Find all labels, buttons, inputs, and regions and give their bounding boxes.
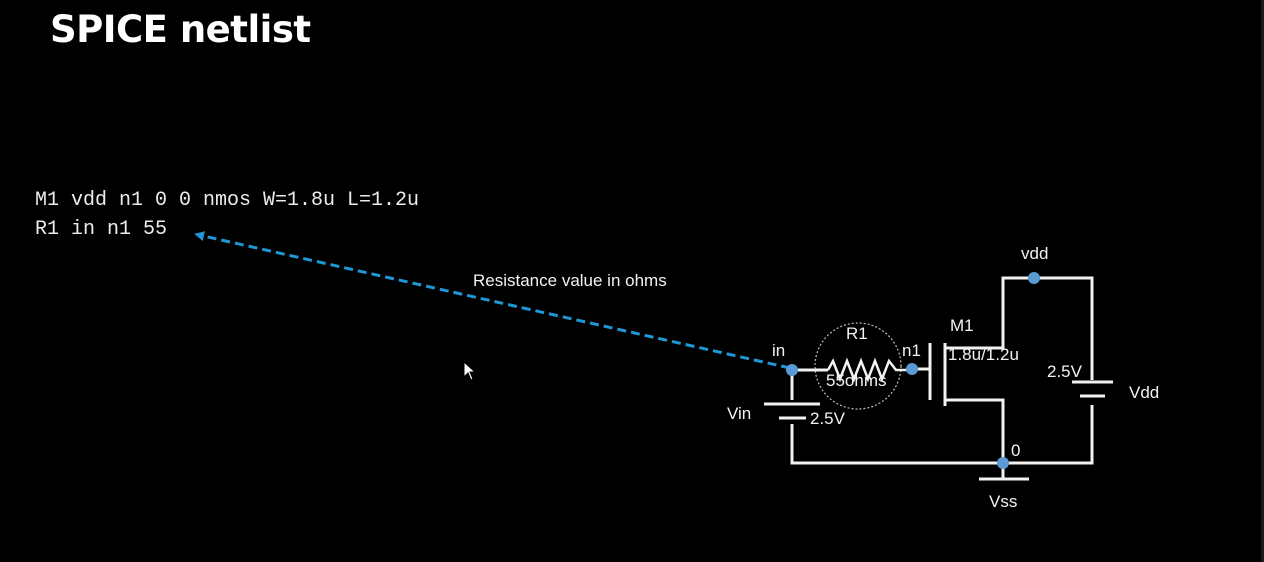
annotation-arrow — [194, 231, 791, 370]
annotation-label: Resistance value in ohms — [473, 271, 667, 290]
vin-source-symbol — [764, 402, 820, 420]
right-edge-bar — [1261, 0, 1264, 562]
node-dot-gnd — [997, 457, 1009, 469]
node-label-gnd: 0 — [1011, 441, 1020, 460]
vin-name-label: Vin — [727, 404, 751, 423]
transistor-name-label: M1 — [950, 316, 974, 335]
vss-name-label: Vss — [989, 492, 1017, 511]
resistor-value-label: 55ohms — [826, 371, 886, 390]
resistor-highlight-circle — [814, 322, 902, 410]
netlist-line-m1: M1 vdd n1 0 0 nmos W=1.8u L=1.2u — [35, 189, 420, 212]
vin-voltage-label: 2.5V — [810, 409, 846, 428]
transistor-size-label: 1.8u/1.2u — [948, 345, 1019, 364]
node-dot-n1 — [906, 363, 918, 375]
node-dot-in — [786, 364, 798, 376]
resistor-name-label: R1 — [846, 324, 868, 343]
netlist-code: M1 vdd n1 0 0 nmos W=1.8u L=1.2u R1 in n1… — [35, 186, 419, 244]
node-label-n1: n1 — [902, 341, 921, 360]
vdd-source-symbol — [1072, 380, 1113, 398]
node-dot-vdd — [1028, 272, 1040, 284]
node-label-vdd: vdd — [1021, 244, 1048, 263]
nmos-transistor-symbol — [928, 343, 947, 406]
netlist-line-r1: R1 in n1 55 — [35, 218, 168, 241]
vdd-name-label: Vdd — [1129, 383, 1159, 402]
vdd-voltage-label: 2.5V — [1047, 362, 1083, 381]
node-label-in: in — [772, 341, 785, 360]
mouse-pointer-icon — [463, 361, 477, 381]
slide-title: SPICE netlist — [50, 8, 311, 51]
resistor-zigzag — [826, 357, 912, 383]
